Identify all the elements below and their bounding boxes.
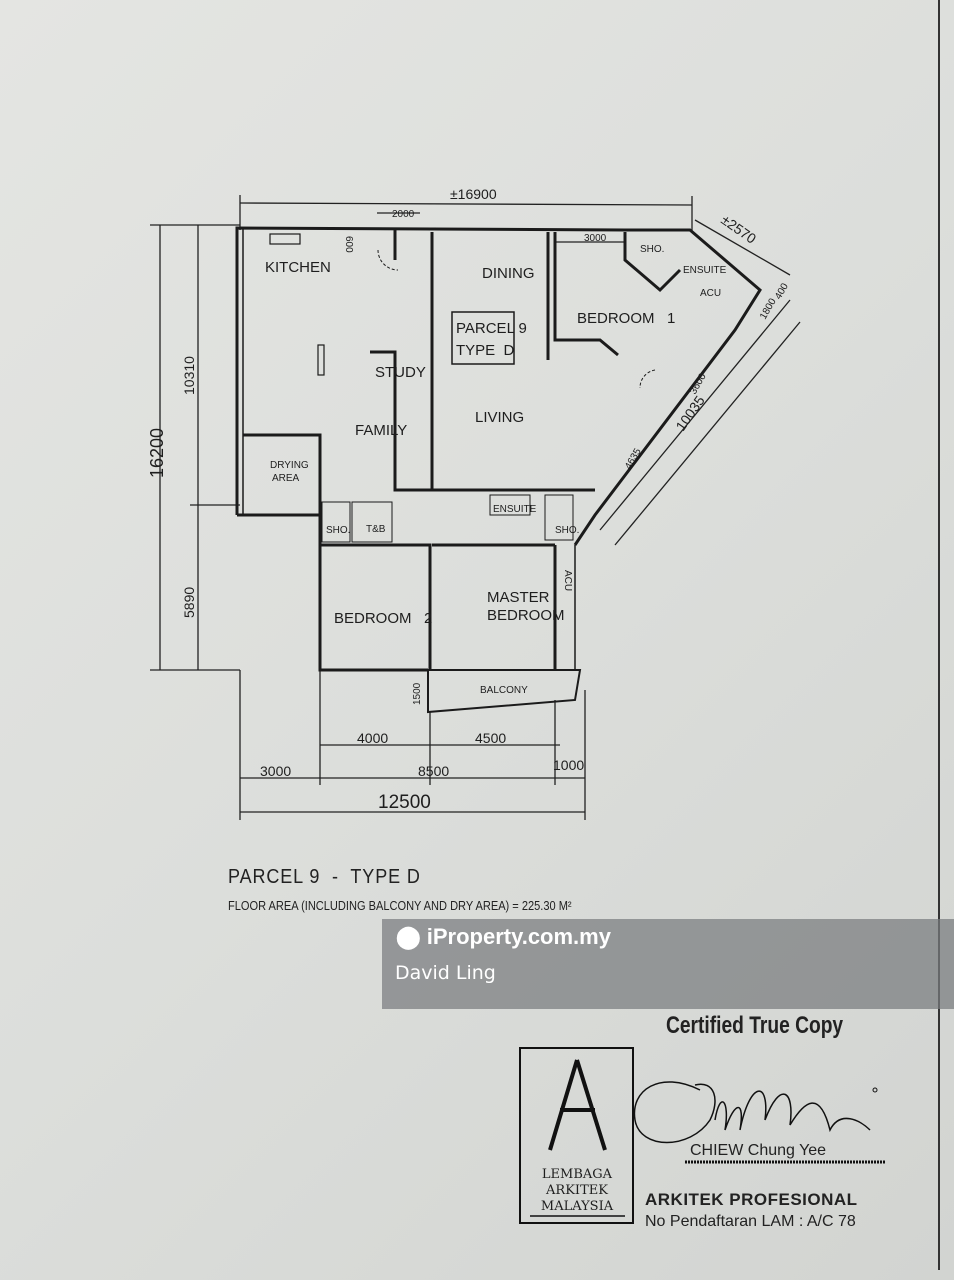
room-acu-bottom: ACU xyxy=(562,570,573,591)
room-living: LIVING xyxy=(475,409,524,426)
sheet-border xyxy=(938,0,940,1270)
parcel-tag-line1: PARCEL 9 xyxy=(456,320,527,337)
room-family: FAMILY xyxy=(355,422,407,439)
dim-corner: ±2570 xyxy=(718,211,759,247)
room-balcony: BALCONY xyxy=(480,685,528,696)
floor-area: FLOOR AREA (INCLUDING BALCONY AND DRY AR… xyxy=(228,898,572,913)
dim-left-total: 16200 xyxy=(147,428,167,478)
room-study: STUDY xyxy=(375,364,426,381)
dim-bottom-right: 1000 xyxy=(553,757,584,773)
dim-diag-10035: 10035 xyxy=(672,392,708,433)
watermark-brand: ⬤ iProperty.com.my xyxy=(396,924,611,950)
watermark-banner xyxy=(382,919,954,1009)
floor-plan: KITCHEN DINING BEDROOM 1 STUDY FAMILY LI… xyxy=(147,186,801,820)
room-kitchen: KITCHEN xyxy=(265,259,331,276)
room-shower-left: SHO. xyxy=(326,525,350,536)
dim-bed2-width: 4000 xyxy=(357,730,388,746)
dim-top-total: ±16900 xyxy=(450,186,497,202)
room-ensuite-top: ENSUITE xyxy=(683,265,727,276)
dim-diag-400: 400 xyxy=(773,281,791,301)
room-master-bedroom: MASTER xyxy=(487,589,550,606)
architect-name: CHIEW Chung Yee xyxy=(690,1142,827,1159)
dim-line-top xyxy=(239,202,693,206)
outer-wall xyxy=(235,226,762,546)
stove-icon xyxy=(269,233,301,245)
room-dining: DINING xyxy=(482,265,535,282)
dim-bottom-left: 3000 xyxy=(260,763,291,779)
seal-line-2: ARKITEK xyxy=(545,1183,608,1198)
dim-master-width: 4500 xyxy=(475,730,506,746)
parcel-tag-box xyxy=(451,311,515,365)
dim-left-lower: 5890 xyxy=(181,587,197,618)
room-ensuite-bottom: ENSUITE xyxy=(493,504,537,515)
door-swing xyxy=(377,249,399,271)
plan-title: PARCEL 9 - TYPE D xyxy=(228,866,421,888)
dim-line-diagonal xyxy=(599,299,791,531)
dim-diag-3600: 3600 xyxy=(688,371,709,396)
room-tb: T&B xyxy=(366,524,386,535)
watermark-brand-text: iProperty.com.my xyxy=(426,924,611,949)
certified-stamp: Certified True Copy xyxy=(666,1012,844,1039)
balcony-outline xyxy=(427,669,582,714)
architect-registration: No Pendaftaran LAM : A/C 78 xyxy=(645,1213,856,1230)
room-master-bedroom-line2: BEDROOM xyxy=(487,607,565,624)
room-acu-top: ACU xyxy=(700,288,721,299)
dim-diag-4635: 4635 xyxy=(623,446,644,471)
room-drying-area: DRYING xyxy=(270,460,309,471)
seal-a-icon xyxy=(548,1059,607,1151)
watermark-agent: David Ling xyxy=(395,962,496,984)
dim-bed1-width: 3000 xyxy=(584,233,607,244)
dim-bottom-mid: 8500 xyxy=(418,763,449,779)
dim-balcony-depth: 1500 xyxy=(412,682,423,705)
dim-left-upper: 10310 xyxy=(181,356,197,395)
architect-title: ARKITEK PROFESIONAL xyxy=(645,1190,858,1209)
dim-bottom-total: 12500 xyxy=(378,792,431,813)
dim-opening: 2000 xyxy=(392,209,415,220)
room-bedroom-2: BEDROOM 2 xyxy=(334,610,432,627)
room-shower-right: SHO. xyxy=(555,525,579,536)
room-shower-top: SHO. xyxy=(640,244,664,255)
parcel-tag-line2: TYPE D xyxy=(456,342,515,359)
seal-line-3: MALAYSIA xyxy=(541,1199,614,1214)
lam-seal: LEMBAGA ARKITEK MALAYSIA xyxy=(519,1047,634,1224)
room-drying-area-line2: AREA xyxy=(272,473,300,484)
signature xyxy=(633,1081,885,1164)
seal-line-1: LEMBAGA xyxy=(542,1167,613,1182)
room-bedroom-1: BEDROOM 1 xyxy=(577,310,675,327)
location-pin-icon: ⬤ xyxy=(396,924,421,949)
dim-opening-depth: 600 xyxy=(343,236,354,253)
